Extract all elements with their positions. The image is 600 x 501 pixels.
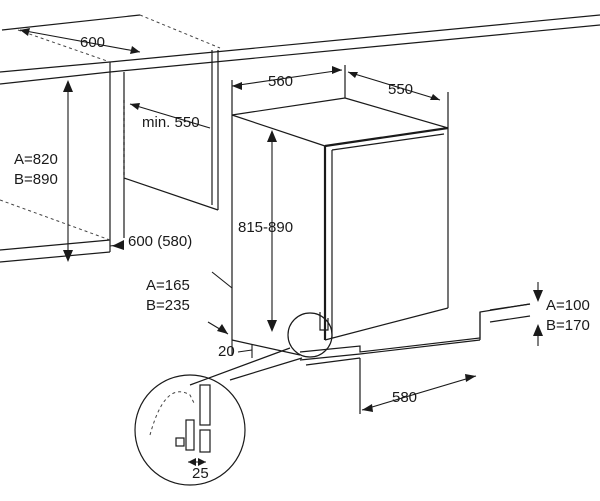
label-unit-height: 815-890 (238, 219, 293, 236)
plinth (299, 303, 531, 366)
detail-callout (134, 312, 333, 486)
label-min-depth: min. 550 (142, 114, 200, 131)
label-plinth-height-b: B=235 (146, 297, 190, 314)
label-detail-gap: 25 (192, 465, 209, 482)
dim-unit-width (231, 65, 346, 115)
dim-plinth-width (359, 358, 477, 414)
label-niche-depth: 600 (580) (128, 233, 192, 250)
dim-niche-width (19, 28, 141, 54)
dim-plinth-offset (231, 340, 253, 358)
label-unit-width: 560 (268, 73, 293, 90)
dim-unit-depth (347, 71, 449, 128)
label-plinth-height-a: A=165 (146, 277, 190, 294)
dim-min-depth (129, 103, 211, 129)
niche-back (123, 50, 219, 211)
label-niche-height-a: A=820 (14, 151, 58, 168)
label-niche-width: 600 (80, 34, 105, 51)
dim-unit-height (267, 130, 277, 332)
label-niche-height-b: B=890 (14, 171, 58, 188)
label-plinth-b: B=170 (546, 317, 590, 334)
dim-niche-height (63, 80, 73, 262)
worktop (0, 14, 600, 85)
dim-niche-depth (109, 240, 125, 250)
label-plinth-width: 580 (392, 389, 417, 406)
dim-plinth-height-right (533, 282, 543, 346)
label-unit-depth: 550 (388, 81, 413, 98)
label-plinth-a: A=100 (546, 297, 590, 314)
label-plinth-offset: 20 (218, 343, 235, 360)
appliance (231, 97, 449, 356)
dim-plinth-height-left (207, 271, 233, 335)
